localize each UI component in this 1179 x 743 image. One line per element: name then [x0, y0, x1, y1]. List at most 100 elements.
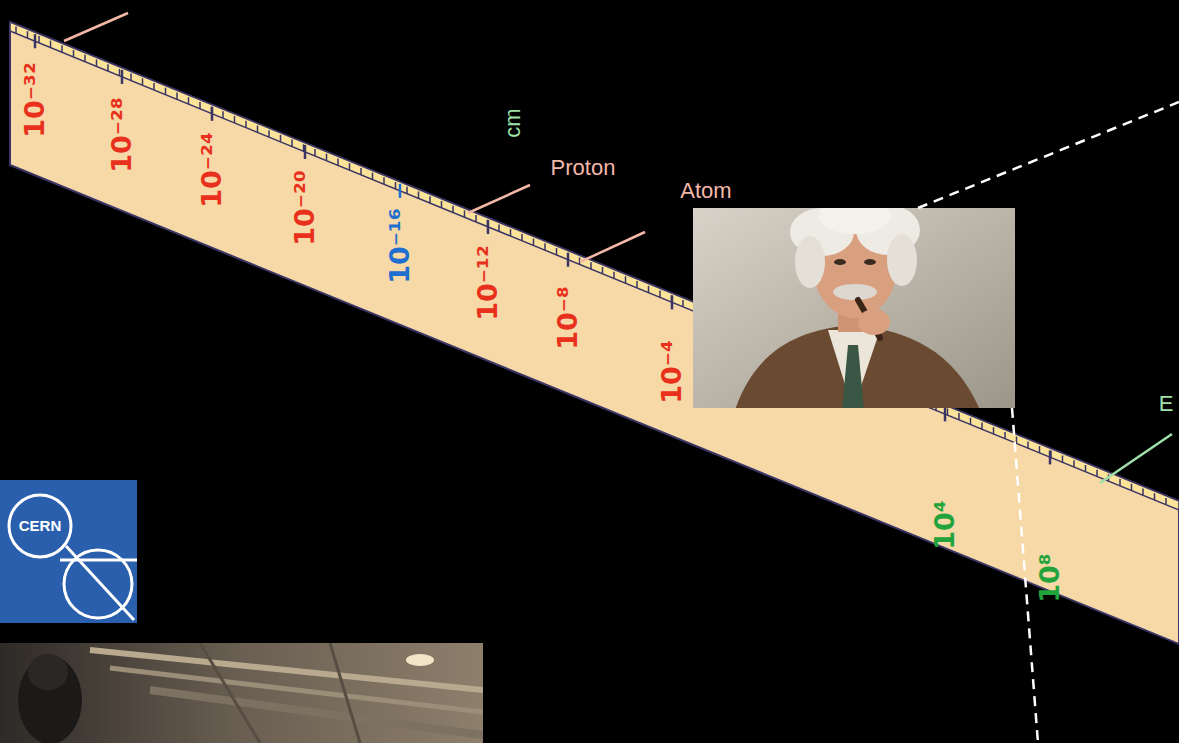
logo-line	[60, 559, 137, 562]
minor-tick	[1004, 432, 1006, 439]
leader-line	[64, 13, 128, 41]
major-tick	[671, 295, 674, 309]
ruler-ticks	[16, 26, 1166, 505]
minor-tick	[1165, 498, 1167, 505]
logo-symbol	[0, 480, 137, 623]
major-tick	[121, 70, 124, 84]
minor-tick	[337, 158, 339, 165]
scale-number: 10⁻²⁸	[107, 97, 137, 172]
minor-tick	[119, 69, 121, 76]
major-tick	[211, 107, 214, 121]
minor-tick	[406, 187, 408, 194]
unit-label: cm	[501, 108, 525, 137]
minor-tick	[1096, 470, 1098, 477]
minor-tick	[199, 102, 201, 109]
minor-tick	[142, 78, 144, 85]
minor-tick	[15, 26, 17, 33]
minor-tick	[947, 408, 949, 415]
minor-tick	[1085, 465, 1087, 472]
minor-tick	[556, 248, 558, 255]
scale-number: 10⁻²⁰	[290, 170, 320, 245]
minor-tick	[958, 413, 960, 420]
minor-tick	[1131, 484, 1133, 491]
minor-tick	[498, 224, 500, 231]
minor-tick	[993, 427, 995, 434]
scale-number: 10⁸	[1035, 553, 1065, 602]
minor-tick	[441, 201, 443, 208]
minor-tick	[1142, 489, 1144, 496]
minor-tick	[682, 300, 684, 307]
minor-tick	[291, 140, 293, 147]
ruler	[10, 22, 1179, 644]
scale-number: 10⁻¹⁶	[385, 208, 415, 283]
minor-tick	[970, 418, 972, 425]
leader-line	[468, 185, 530, 213]
minor-tick	[234, 116, 236, 123]
minor-tick	[153, 83, 155, 90]
minor-tick	[280, 135, 282, 142]
logo-box: CERN	[0, 480, 137, 623]
minor-tick	[360, 168, 362, 175]
minor-tick	[27, 31, 29, 38]
minor-tick	[383, 177, 385, 184]
minor-tick	[602, 267, 604, 274]
minor-tick	[188, 97, 190, 104]
logo-text: CERN	[19, 518, 62, 535]
minor-tick	[107, 64, 109, 71]
ruler-top-edge	[10, 22, 1179, 510]
minor-tick	[533, 239, 535, 246]
scale-number: 10⁻²⁴	[197, 132, 227, 207]
scale-number: 10⁴	[930, 500, 960, 549]
portrait-photo	[693, 208, 1015, 408]
object-label: Proton	[551, 156, 616, 180]
logo-ring	[9, 495, 71, 557]
minor-tick	[96, 59, 98, 66]
leader-line	[580, 232, 645, 262]
minor-tick	[1073, 460, 1075, 467]
minor-tick	[38, 36, 40, 43]
minor-tick	[521, 234, 523, 241]
minor-tick	[257, 125, 259, 132]
minor-tick	[590, 262, 592, 269]
minor-tick	[314, 149, 316, 156]
minor-tick	[544, 243, 546, 250]
minor-tick	[84, 55, 86, 62]
minor-tick	[1119, 479, 1121, 486]
minor-tick	[73, 50, 75, 57]
minor-tick	[1039, 446, 1041, 453]
minor-tick	[395, 182, 397, 189]
minor-tick	[61, 45, 63, 52]
minor-tick	[452, 206, 454, 213]
minor-tick	[981, 423, 983, 430]
major-tick	[567, 253, 570, 267]
minor-tick	[50, 41, 52, 48]
tunnel-photo	[0, 643, 483, 743]
minor-tick	[659, 291, 661, 298]
minor-tick	[245, 121, 247, 128]
minor-tick	[636, 281, 638, 288]
leader-line	[1100, 434, 1172, 483]
ruler-face	[10, 22, 1179, 644]
scale-number: 10⁻³²	[20, 62, 50, 137]
minor-tick	[1016, 437, 1018, 444]
minor-tick	[130, 74, 132, 81]
minor-tick	[1062, 456, 1064, 463]
scale-number: 10⁻⁴	[657, 340, 687, 404]
minor-tick	[464, 210, 466, 217]
minor-tick	[613, 272, 615, 279]
minor-tick	[648, 286, 650, 293]
minor-tick	[165, 88, 167, 95]
major-tick	[1049, 450, 1052, 464]
minor-tick	[176, 92, 178, 99]
major-tick	[944, 407, 947, 421]
minor-tick	[625, 276, 627, 283]
scale-number: 10⁻¹²	[473, 245, 503, 320]
major-tick	[399, 184, 402, 198]
minor-tick	[349, 163, 351, 170]
minor-tick	[429, 196, 431, 203]
minor-tick	[1154, 493, 1156, 500]
minor-tick	[326, 154, 328, 161]
minor-tick	[1027, 441, 1029, 448]
